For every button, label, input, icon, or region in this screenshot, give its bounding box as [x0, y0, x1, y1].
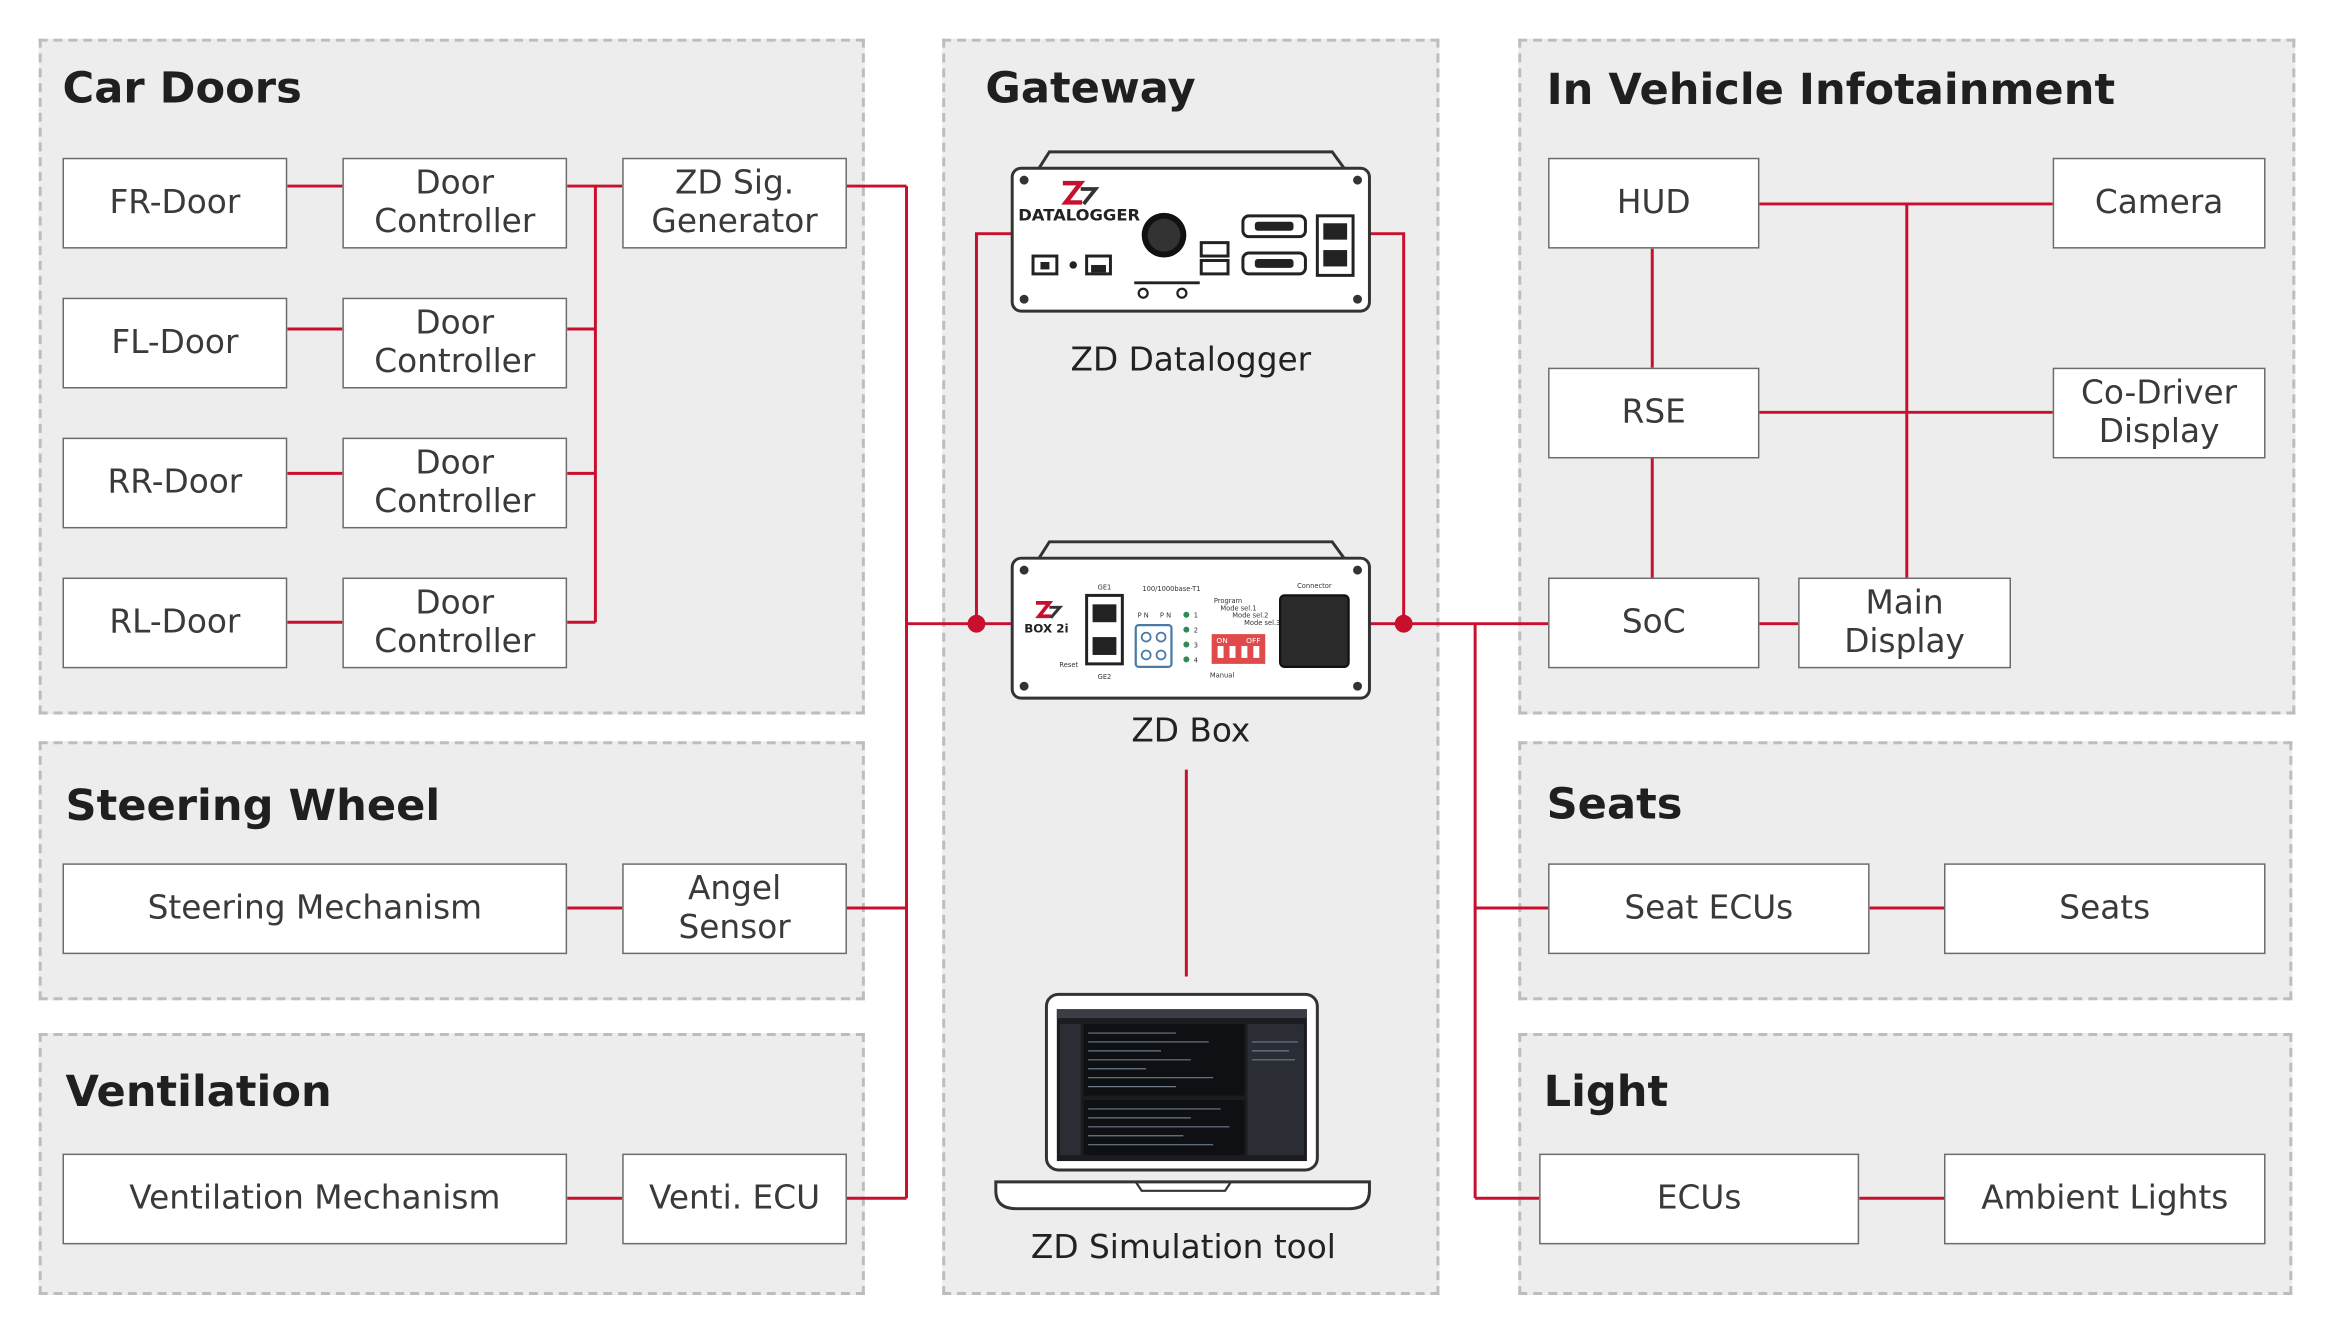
ivi-title: In Vehicle Infotainment	[1546, 64, 2116, 115]
zd-sig-generator-box: ZD Sig. Generator	[622, 157, 847, 249]
fr-door-box: FR-Door	[62, 157, 288, 249]
door-controller-box: Door Controller	[342, 437, 568, 529]
steering-wheel-title: Steering Wheel	[65, 779, 441, 831]
dip-on-label: ON	[1216, 636, 1227, 645]
steering-mechanism-box: Steering Mechanism	[62, 863, 568, 955]
usb-port-icon	[1199, 241, 1230, 276]
rj45-port-icon	[1085, 593, 1124, 666]
rj45-port-icon	[1315, 214, 1355, 277]
camera-box: Camera	[2052, 157, 2266, 249]
zd-datalogger-device: DATALOGGER	[1010, 150, 1371, 313]
db9-port-icon	[1241, 214, 1307, 276]
dip-label-mode3: Mode sel.3	[1244, 619, 1280, 627]
zd-simulation-tool-label: ZD Simulation tool	[1030, 1229, 1336, 1267]
ambient-lights-box: Ambient Lights	[1944, 1153, 2266, 1245]
zd-logo-icon	[1035, 600, 1064, 619]
dip-label-mode1: Mode sel.1	[1220, 604, 1256, 612]
door-controller-box: Door Controller	[342, 297, 568, 389]
rr-door-box: RR-Door	[62, 437, 288, 529]
box-text: BOX 2i	[1024, 622, 1068, 636]
venti-ecu-box: Venti. ECU	[622, 1153, 847, 1245]
port-label-connector: Connector	[1297, 582, 1332, 590]
datalogger-text: DATALOGGER	[1018, 205, 1140, 224]
zd-box-label: ZD Box	[1131, 713, 1251, 751]
soc-box: SoC	[1548, 577, 1760, 669]
dip-switch: ON OFF	[1211, 634, 1266, 664]
pn-label-left: P N	[1138, 612, 1149, 620]
light-title: Light	[1543, 1065, 1669, 1117]
led-label-2: 2	[1194, 627, 1198, 635]
car-doors-title: Car Doors	[62, 62, 302, 114]
angel-sensor-box: Angel Sensor	[622, 863, 847, 955]
hud-box: HUD	[1548, 157, 1760, 249]
co-driver-display-box: Co-Driver Display	[2052, 367, 2266, 459]
zd-logo-icon	[1061, 180, 1100, 206]
port-label-ge2: GE2	[1098, 673, 1112, 681]
port-label-ge1: GE1	[1098, 583, 1112, 591]
door-controller-box: Door Controller	[342, 577, 568, 669]
dip-label-mode2: Mode sel.2	[1232, 612, 1268, 620]
zd-box-device: BOX 2i GE1 GE2 Reset Connector Manual Pr…	[1010, 540, 1371, 700]
rl-door-box: RL-Door	[62, 577, 288, 669]
rse-box: RSE	[1548, 367, 1760, 459]
ventilation-title: Ventilation	[65, 1065, 332, 1117]
dip-label-program: Program	[1214, 597, 1242, 605]
seats-title: Seats	[1546, 778, 1683, 830]
seats-box: Seats	[1944, 863, 2266, 955]
main-display-box: Main Display	[1798, 577, 2011, 669]
light-ecus-box: ECUs	[1539, 1153, 1860, 1245]
dip-label-manual: Manual	[1210, 671, 1234, 679]
t1-label: 100/1000base-T1	[1142, 585, 1200, 593]
ventilation-mechanism-box: Ventilation Mechanism	[62, 1153, 568, 1245]
pn-label-right: P N	[1160, 612, 1171, 620]
laptop-icon	[994, 992, 1371, 1211]
port-label-reset: Reset	[1059, 661, 1078, 669]
dip-off-label: OFF	[1246, 636, 1260, 645]
led-label-1: 1	[1194, 612, 1198, 620]
seat-ecus-box: Seat ECUs	[1548, 863, 1870, 955]
zd-datalogger-label: ZD Datalogger	[1070, 342, 1312, 380]
door-controller-box: Door Controller	[342, 157, 568, 249]
gateway-title: Gateway	[985, 62, 1196, 114]
led-label-3: 3	[1194, 642, 1198, 650]
fl-door-box: FL-Door	[62, 297, 288, 389]
led-label-4: 4	[1194, 656, 1198, 664]
